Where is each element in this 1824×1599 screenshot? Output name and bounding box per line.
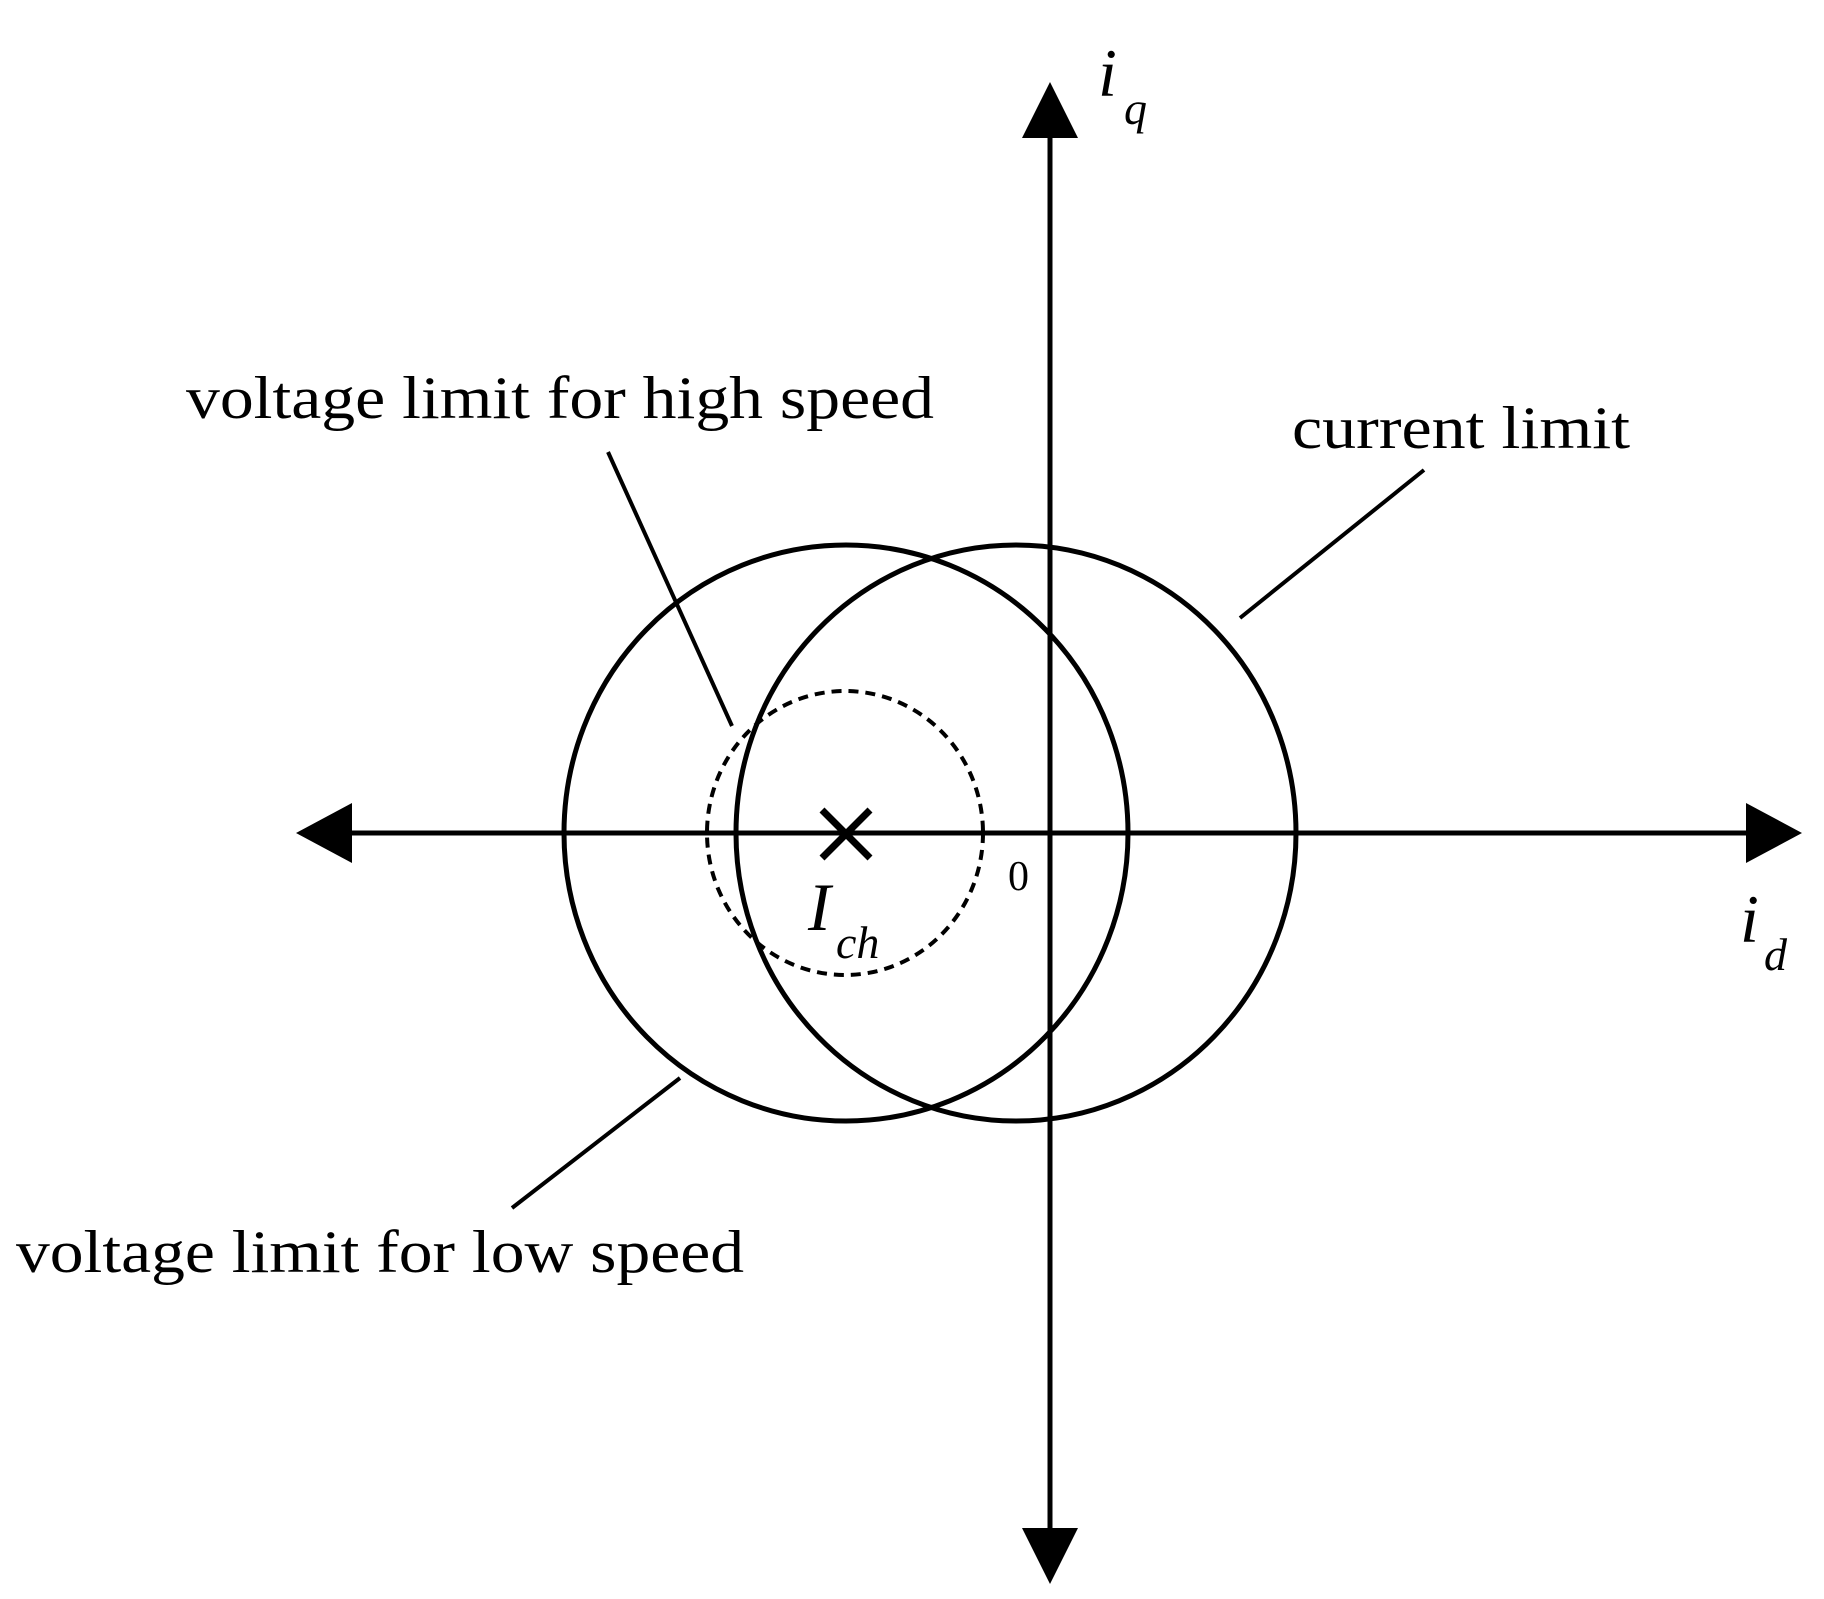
iq-axis [1022,82,1078,1584]
iq-axis-bottom-arrowhead [1022,1528,1078,1584]
voltage-high-leader-line [606,451,734,727]
ich-label-sub: ch [836,917,879,968]
current-limit-circle [733,542,1299,1124]
voltage-low-leader-line [510,1076,682,1210]
voltage-high-label: voltage limit for high speed [186,365,934,431]
voltage-limit-high-speed-circle [705,689,985,977]
iq-axis-label-sub: q [1124,83,1147,134]
iq-axis-top-arrowhead [1022,82,1078,138]
origin-label: 0 [1008,854,1029,900]
voltage-limit-low-speed-circle [561,542,1131,1124]
voltage-low-label: voltage limit for low speed [16,1219,744,1285]
id-axis-label-main: i [1740,881,1759,957]
ich-label-main: I [807,869,834,945]
current-limit-leader-line-2 [1238,468,1426,620]
id-axis-right-arrowhead [1746,803,1802,863]
current-limit-label: current limit [1292,395,1630,461]
id-axis-label-sub: d [1764,929,1788,980]
ich-cross-marker [819,807,873,861]
iq-axis-label-main: i [1098,35,1117,111]
id-axis-left-arrowhead [296,803,352,863]
